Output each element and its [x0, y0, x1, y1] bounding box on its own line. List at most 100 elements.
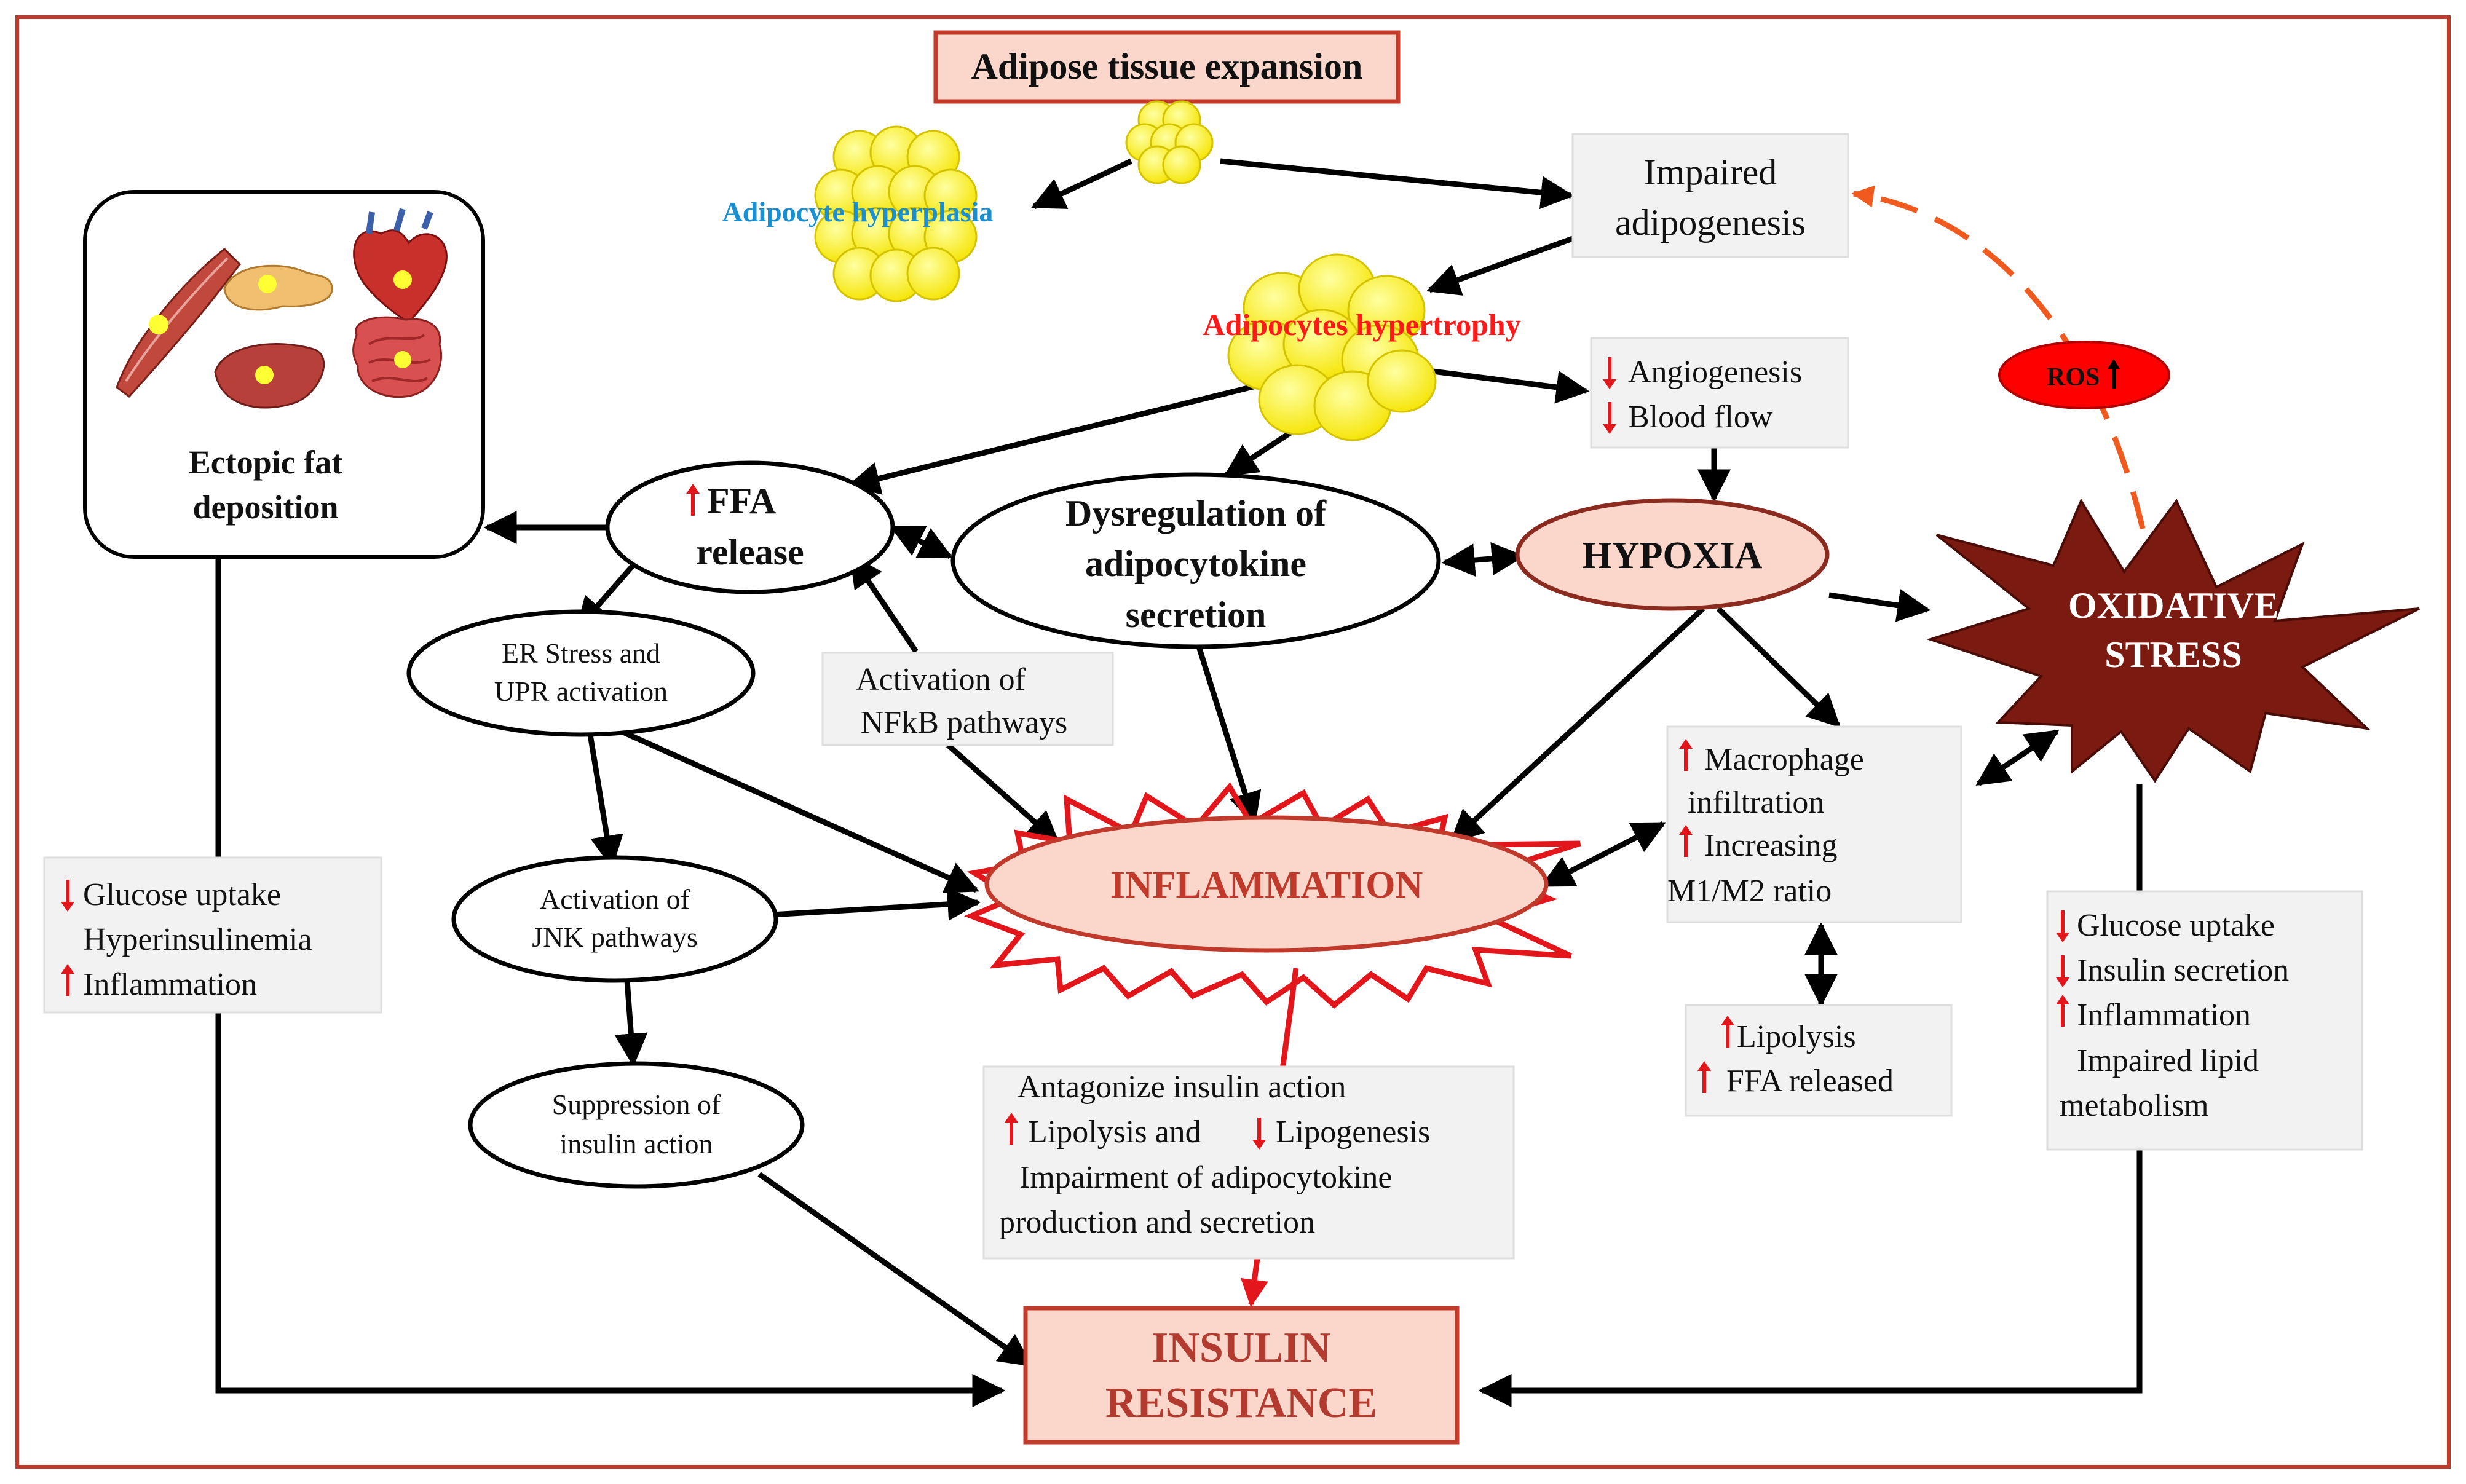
antagonize-line-1: Antagonize insulin action	[1018, 1070, 1346, 1105]
dysregulation-line-1: Dysregulation of	[1065, 493, 1327, 534]
muscle-icon	[116, 247, 241, 398]
ectopic-line-2: deposition	[192, 489, 338, 526]
arrow-hypertrophy-to-angiogenesis	[1423, 367, 1590, 404]
intestine-icon	[352, 316, 443, 398]
arrow-suppression-to-ir	[757, 1172, 1033, 1367]
macrophage-line-1: Macrophage	[1704, 742, 1864, 777]
outer-frame	[15, 15, 2451, 1469]
hypoxia-label: HYPOXIA	[1583, 535, 1763, 577]
inflammation-label: INFLAMMATION	[1110, 864, 1423, 906]
adipose-expansion-label: Adipose tissue expansion	[971, 46, 1363, 87]
angiogenesis-line-2: Blood flow	[1628, 400, 1773, 435]
impaired-line-1: Impaired	[1644, 152, 1777, 192]
jnk-line-2: JNK pathways	[532, 922, 698, 953]
impaired-line-2: adipogenesis	[1615, 202, 1806, 243]
arrow-hypoxia-to-oxidative	[1828, 589, 1931, 622]
arrow-dysregulation-hypoxia	[1441, 542, 1525, 577]
arrow-impaired-to-hypertrophy	[1426, 235, 1574, 296]
arrow-er-to-inflammation	[614, 725, 979, 893]
inflammation-node: INFLAMMATION	[963, 782, 1581, 1009]
antagonize-node: Antagonize insulin action Lipolysis and …	[982, 1065, 1515, 1260]
arrow-macrophage-inflammation	[1540, 821, 1666, 888]
arrow-hypoxia-to-macrophage	[1716, 606, 1841, 728]
arrow-oxidative-to-impaired-dashed	[1851, 185, 2146, 530]
up-arrow-icon	[2108, 359, 2120, 389]
ffa-release-node: FFA release	[605, 460, 895, 594]
jnk-node: Activation of JNK pathways	[451, 855, 778, 983]
dysregulation-node: Dysregulation of adipocytokine secretion	[950, 472, 1441, 649]
ros-label: ROS	[2047, 363, 2100, 392]
macrophage-line-4: M1/M2 ratio	[1667, 874, 1832, 909]
fat-cell-cluster-icon	[1125, 100, 1214, 184]
dysregulation-line-3: secretion	[1126, 594, 1267, 635]
fat-cell-cluster-icon	[814, 125, 978, 302]
arrows	[215, 158, 2143, 1407]
arrow-hypertrophy-to-dysregulation	[1223, 428, 1296, 477]
insulin-resistance-node: INSULIN RESISTANCE	[1023, 1306, 1460, 1445]
ffa-line-1: FFA	[707, 481, 776, 521]
ectopic-fat-node: Ectopic fat deposition	[83, 190, 485, 559]
antagonize-line-3: Lipogenesis	[1276, 1115, 1430, 1150]
jnk-line-1: Activation of	[540, 883, 690, 915]
glucose-left-line-2: Hyperinsulinemia	[83, 922, 312, 957]
hyperplasia-label: Adipocyte hyperplasia	[722, 196, 994, 227]
liver-icon	[214, 343, 325, 409]
arrow-ffa-dysregulation	[890, 524, 953, 559]
pancreas-icon	[223, 264, 333, 311]
glucose-left-node: Glucose uptake Hyperinsulinemia Inflamma…	[43, 856, 382, 1014]
insulin-resistance-line-1: INSULIN	[1152, 1324, 1331, 1372]
glucose-left-line-1: Glucose uptake	[83, 877, 281, 912]
nfkb-line-1: Activation of	[856, 662, 1026, 697]
nfkb-node: Activation of NFkB pathways	[821, 652, 1114, 746]
lipolysis-right-line-2: FFA released	[1726, 1064, 1894, 1099]
antagonize-line-5: production and secretion	[999, 1205, 1315, 1240]
nfkb-line-2: NFkB pathways	[861, 705, 1068, 740]
er-stress-node: ER Stress and UPR activation	[406, 609, 756, 737]
macrophage-node: Macrophage infiltration Increasing M1/M2…	[1666, 725, 1962, 923]
arrow-jnk-to-inflammation	[771, 887, 981, 921]
glucose-right-line-1: Glucose uptake	[2077, 908, 2275, 943]
arrow-hypoxia-to-inflammation	[1450, 606, 1705, 843]
glucose-right-line-4: Impaired lipid	[2077, 1043, 2259, 1078]
arrow-dysregulation-to-inflammation	[1196, 645, 1262, 826]
hypertrophy-label: Adipocytes hypertrophy	[1203, 307, 1520, 342]
glucose-left-line-3: Inflammation	[83, 967, 257, 1002]
er-line-2: UPR activation	[494, 676, 668, 707]
oxidative-stress-node: OXIDATIVE STRESS	[1926, 498, 2420, 783]
antagonize-line-2: Lipolysis and	[1028, 1115, 1201, 1150]
antagonize-line-4: Impairment of adipocytokine	[1019, 1160, 1392, 1195]
angiogenesis-line-1: Angiogenesis	[1628, 355, 1802, 390]
suppression-node: Suppression of insulin action	[468, 1061, 805, 1189]
arrow-expansion-to-hyperplasia	[1031, 158, 1132, 210]
glucose-right-line-2: Insulin secretion	[2077, 953, 2289, 988]
glucose-right-line-5: metabolism	[2060, 1088, 2209, 1123]
arrow-nfkb-to-ffa	[849, 553, 919, 653]
heart-icon	[353, 208, 448, 325]
lipolysis-right-line-1: Lipolysis	[1737, 1019, 1856, 1054]
macrophage-line-2: infiltration	[1688, 785, 1824, 820]
suppression-line-2: insulin action	[559, 1128, 713, 1159]
lipolysis-right-node: Lipolysis FFA released	[1685, 1004, 1953, 1117]
insulin-resistance-line-2: RESISTANCE	[1105, 1379, 1377, 1427]
impaired-adipogenesis-node: Impaired adipogenesis	[1571, 133, 1849, 258]
er-line-1: ER Stress and	[502, 637, 660, 669]
hypoxia-node: HYPOXIA	[1515, 498, 1830, 611]
glucose-right-line-3: Inflammation	[2077, 998, 2251, 1033]
fat-cell-cluster-icon	[1227, 253, 1437, 441]
arrow-ectopic-to-ir	[215, 556, 1006, 1407]
arrow-macrophage-oxidative	[1975, 729, 2060, 786]
suppression-line-1: Suppression of	[552, 1089, 721, 1120]
arrow-expansion-to-impaired	[1220, 158, 1575, 210]
oxidative-line-2: STRESS	[2104, 634, 2242, 675]
macrophage-line-3: Increasing	[1704, 828, 1838, 863]
angiogenesis-node: Angiogenesis Blood flow	[1590, 337, 1849, 449]
arrow-nfkb-to-inflammation	[946, 743, 1061, 845]
ectopic-line-1: Ectopic fat	[189, 444, 342, 481]
ros-node: ROS	[1998, 341, 2170, 409]
glucose-right-node: Glucose uptake Insulin secretion Inflamm…	[2046, 890, 2363, 1151]
oxidative-line-1: OXIDATIVE	[2068, 585, 2278, 626]
adipose-expansion-node: Adipose tissue expansion	[933, 30, 1401, 104]
dysregulation-line-2: adipocytokine	[1085, 543, 1306, 584]
arrow-er-to-jnk	[587, 734, 623, 869]
